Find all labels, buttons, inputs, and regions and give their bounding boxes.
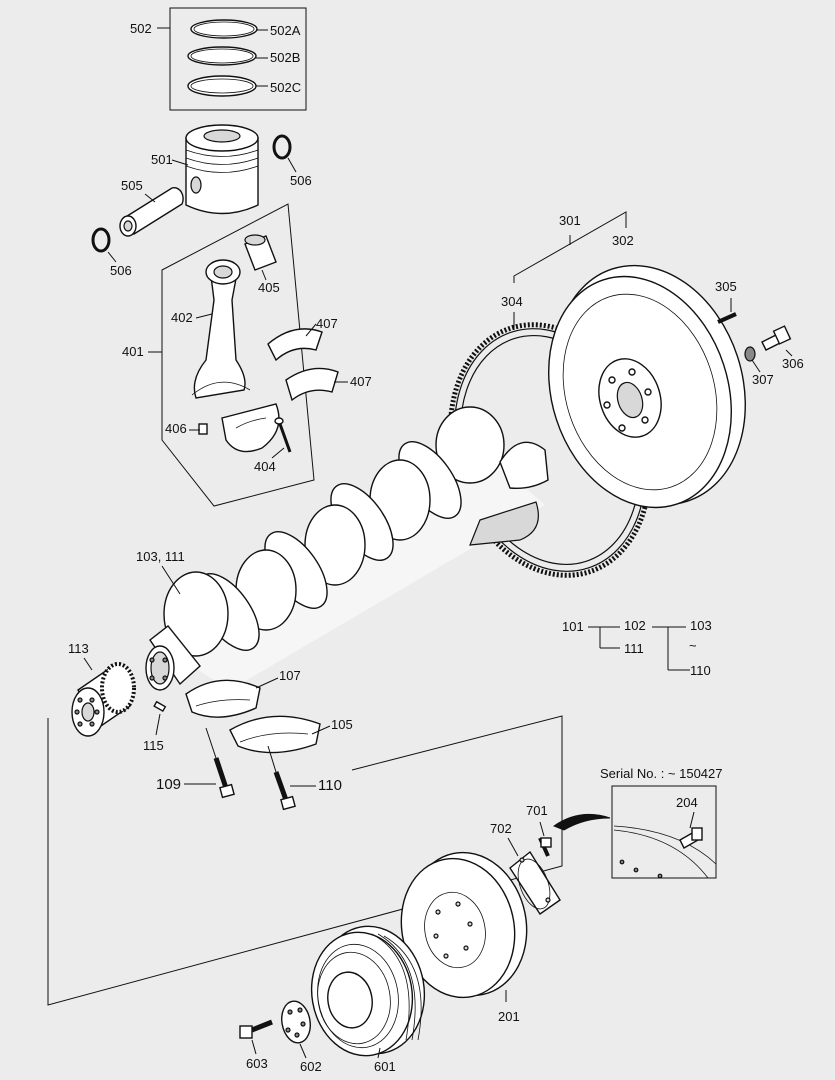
plate-602 [281,1000,311,1044]
bolt-603 [239,1019,273,1039]
label-305: 305 [715,279,737,294]
label-110: 110 [318,777,342,794]
label-102: 102 [624,618,646,633]
label-407-lower: 407 [350,374,372,389]
key [153,700,167,713]
label-603: 603 [246,1056,268,1071]
crank-gear [71,662,136,737]
label-101: 101 [562,619,584,634]
main-bearing-upper [185,679,261,718]
flywheel-bolt [761,325,792,351]
label-505: 505 [121,178,143,193]
ring-502b [187,46,257,66]
bolt-110 [267,745,296,811]
bolt-701 [538,837,552,857]
label-111: 111 [624,641,644,656]
label-501: 501 [151,152,173,167]
label-306: 306 [782,356,804,371]
snap-ring-left [91,227,111,253]
label-406: 406 [165,421,187,436]
label-602: 602 [300,1059,322,1074]
label-506-right: 506 [290,173,312,188]
label-407-upper: 407 [316,316,338,331]
label-502c: 502C [270,80,301,95]
main-bearing-cap [229,715,321,754]
piston-pin [119,186,184,237]
crankshaft [145,406,549,691]
label-702: 702 [490,821,512,836]
crank-pulley [310,925,426,1057]
label-204: 204 [676,795,698,810]
dowel-pin [717,312,737,324]
part-relationship-table [588,626,690,671]
label-405: 405 [258,280,280,295]
label-404: 404 [254,459,276,474]
vibration-damper [400,851,528,999]
bolt-109 [205,727,235,799]
flywheel-bracket [513,211,627,283]
label-109: 109 [156,776,181,793]
label-304: 304 [501,294,523,309]
label-302: 302 [612,233,634,248]
label-201: 201 [498,1009,520,1024]
piston [185,124,259,215]
pulley-group-frame [47,715,563,1006]
label-107: 107 [279,668,301,683]
flywheel [548,264,746,509]
label-103: 103 [690,618,712,633]
label-506-left: 506 [110,263,132,278]
label-105: 105 [331,717,353,732]
ring-502a [190,19,258,39]
bearing-shell-lower [285,367,339,402]
serial-inset-box [611,785,717,879]
piston-ring-set [157,7,307,111]
label-110-table: 110 [690,663,711,678]
label-301: 301 [559,213,581,228]
label-103-111: 103, 111 [136,549,185,564]
label-402: 402 [171,310,193,325]
label-502a: 502A [270,23,301,38]
gasket-702 [509,850,561,915]
serial-number-text: Serial No. : ~ 150427 [600,766,723,781]
tilde-mark: ~ [689,638,697,653]
label-502: 502 [130,21,152,36]
connecting-rod-group [148,203,315,507]
label-401: 401 [122,344,144,359]
label-113: 113 [68,641,89,656]
washer [744,346,756,362]
serial-inset [552,785,717,879]
bearing-shell-upper [267,328,323,362]
snap-ring-right [272,134,292,160]
label-115: 115 [143,738,164,753]
label-502b: 502B [270,50,300,65]
label-307: 307 [752,372,774,387]
label-601: 601 [374,1059,396,1074]
piston-ring-box [169,7,307,111]
label-701: 701 [526,803,548,818]
